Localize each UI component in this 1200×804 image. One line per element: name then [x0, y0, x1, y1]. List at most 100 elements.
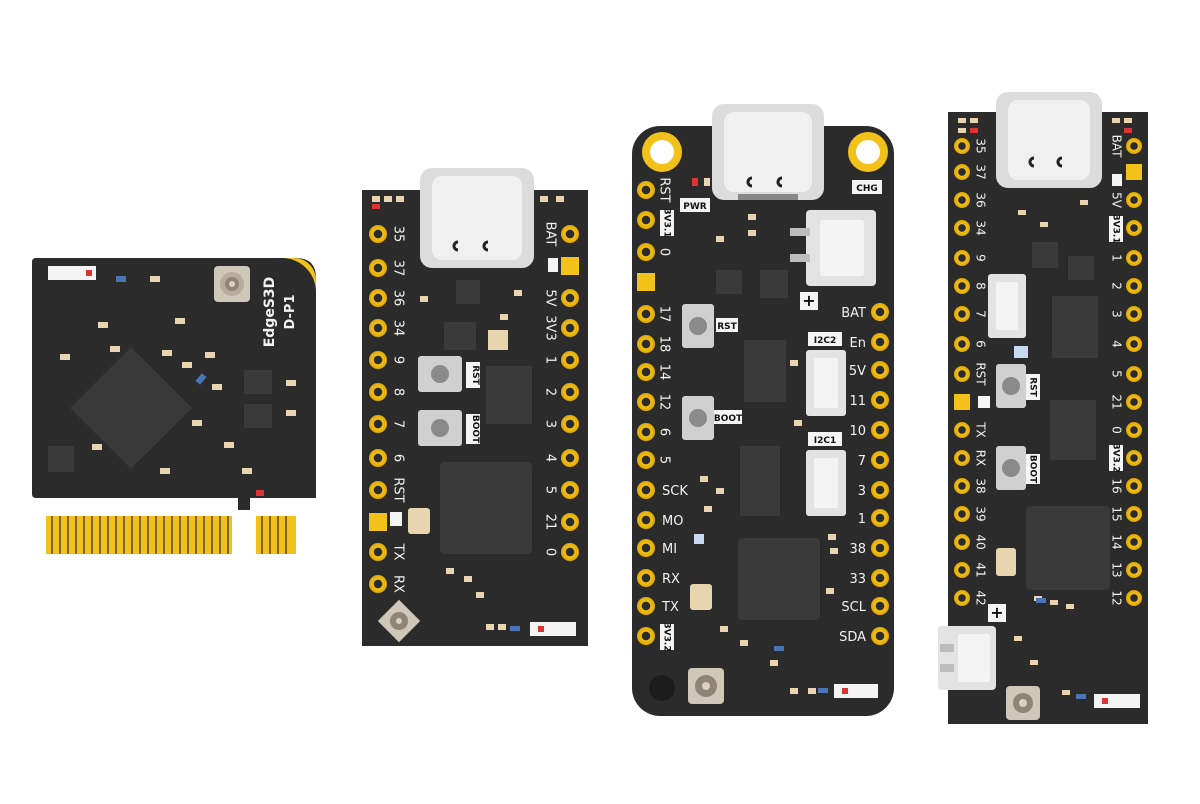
- pin-label: 3: [543, 420, 558, 428]
- pin-label: 36: [391, 290, 406, 307]
- pin-label: 8: [974, 282, 988, 290]
- pin-label: 6: [974, 340, 988, 348]
- mounting-hole-icon: [649, 675, 675, 701]
- pin-label: BAT: [543, 222, 558, 247]
- i2c1-connector-icon: [806, 450, 846, 516]
- boot-button[interactable]: [996, 446, 1026, 490]
- boot-button-label: BOOT: [470, 415, 480, 444]
- pin-label: 34: [391, 320, 406, 337]
- pin-label: 3V3.2: [662, 622, 672, 651]
- pin-label: 1: [858, 512, 866, 527]
- pin-label: 3: [858, 484, 866, 499]
- right-pin-header: [1126, 138, 1142, 606]
- pin-label: 34: [974, 220, 988, 235]
- pin-label: 0: [657, 248, 672, 256]
- pin-label: 33: [849, 572, 866, 587]
- pwr-led-label: PWR: [683, 202, 707, 212]
- pin-label: RST: [391, 477, 406, 502]
- pin-label: BAT: [1110, 135, 1124, 159]
- pin-label: 18: [657, 336, 672, 353]
- pin-label: 3V3: [543, 315, 558, 340]
- pin-label: 35: [391, 226, 406, 243]
- pin-label: RST: [974, 362, 988, 386]
- right-pin-header: [871, 303, 889, 645]
- pin-label: 35: [974, 138, 988, 153]
- pin-label: 5V: [543, 289, 558, 306]
- corner-mark-icon: [282, 258, 316, 292]
- board-4: RST BOOT +: [938, 92, 1148, 724]
- pin-label: 21: [1110, 394, 1124, 409]
- right-pin-header: [561, 225, 579, 561]
- pin-label: BAT: [841, 306, 866, 321]
- board-3: PWR CHG I2C2 I2C1 +: [632, 104, 894, 716]
- rst-button-label: RST: [470, 365, 480, 385]
- pin-label: 38: [849, 542, 866, 557]
- pin-label: 2: [1110, 282, 1124, 290]
- pin-label: 3V3.1: [1111, 214, 1121, 243]
- pin-label: 13: [1110, 562, 1124, 577]
- antenna-connector-icon: [214, 266, 250, 302]
- left-pin-header: [637, 181, 655, 645]
- pin-label: 36: [974, 192, 988, 207]
- chg-led-label: CHG: [856, 184, 878, 194]
- pin-label: 5: [657, 456, 672, 464]
- rst-button-label: RST: [1028, 377, 1038, 397]
- pin-label: RX: [662, 572, 680, 587]
- pin-label: 21: [543, 514, 558, 531]
- pin-label: En: [850, 336, 866, 351]
- plus-icon: +: [990, 603, 1003, 622]
- pin-label: 5V: [849, 364, 866, 379]
- board-2: RST BOOT: [362, 168, 588, 646]
- i2c2-label: I2C2: [814, 336, 836, 346]
- pin-label: 17: [657, 306, 672, 323]
- pin-label: 7: [391, 420, 406, 428]
- rst-button[interactable]: [682, 304, 714, 348]
- rst-button[interactable]: [996, 364, 1026, 408]
- pin-label: MO: [662, 514, 683, 529]
- main-chip-icon: [440, 462, 532, 554]
- pin-label: 4: [543, 454, 558, 462]
- pin-label: SDA: [839, 630, 866, 645]
- left-pin-header: [954, 138, 970, 606]
- pin-label: TX: [661, 600, 679, 615]
- pin-label: 37: [974, 164, 988, 179]
- gold-edge-connector-icon: [46, 516, 296, 554]
- boot-button-label: BOOT: [1028, 455, 1038, 484]
- pin-label: 40: [974, 534, 988, 549]
- pin-label: 6: [657, 428, 672, 436]
- battery-connector-icon: [938, 626, 996, 690]
- board-name-label: EdgeS3D: [262, 277, 278, 348]
- pin-label: 12: [657, 394, 672, 411]
- pin-label: TX: [391, 543, 406, 561]
- left-pin-header: [369, 225, 387, 593]
- pin-label: SCK: [662, 484, 688, 499]
- battery-connector-icon: [790, 210, 876, 286]
- pin-label: 7: [858, 454, 866, 469]
- main-chip-icon: [70, 347, 192, 469]
- pin-label: 9: [391, 356, 406, 364]
- pin-label: 1: [543, 356, 558, 364]
- pin-label: 3: [1110, 310, 1124, 318]
- usb-c-connector-icon: [996, 92, 1102, 188]
- i2c1-label: I2C1: [814, 436, 836, 446]
- boot-button[interactable]: [418, 410, 462, 446]
- pin-label: 4: [1110, 340, 1124, 348]
- pin-label: 3V3.1: [662, 208, 672, 237]
- rst-button[interactable]: [418, 356, 462, 392]
- pin-label: 5V: [1110, 192, 1124, 209]
- pin-label: MI: [662, 542, 677, 557]
- pin-label: 0: [543, 548, 558, 556]
- boot-button[interactable]: [682, 396, 714, 440]
- pin-label: RX: [391, 575, 406, 593]
- main-chip-icon: [738, 538, 820, 620]
- usb-c-connector-icon: [420, 168, 534, 268]
- board-model-label: D-P1: [283, 294, 298, 329]
- i2c2-connector-icon: [806, 350, 846, 416]
- rst-button-label: RST: [717, 322, 737, 332]
- board-edges3d: EdgeS3D D-P1: [32, 258, 316, 554]
- pin-label: 2: [543, 388, 558, 396]
- pin-label: RX: [974, 450, 988, 467]
- pin-label: 37: [391, 260, 406, 277]
- antenna-connector-icon: [688, 668, 724, 704]
